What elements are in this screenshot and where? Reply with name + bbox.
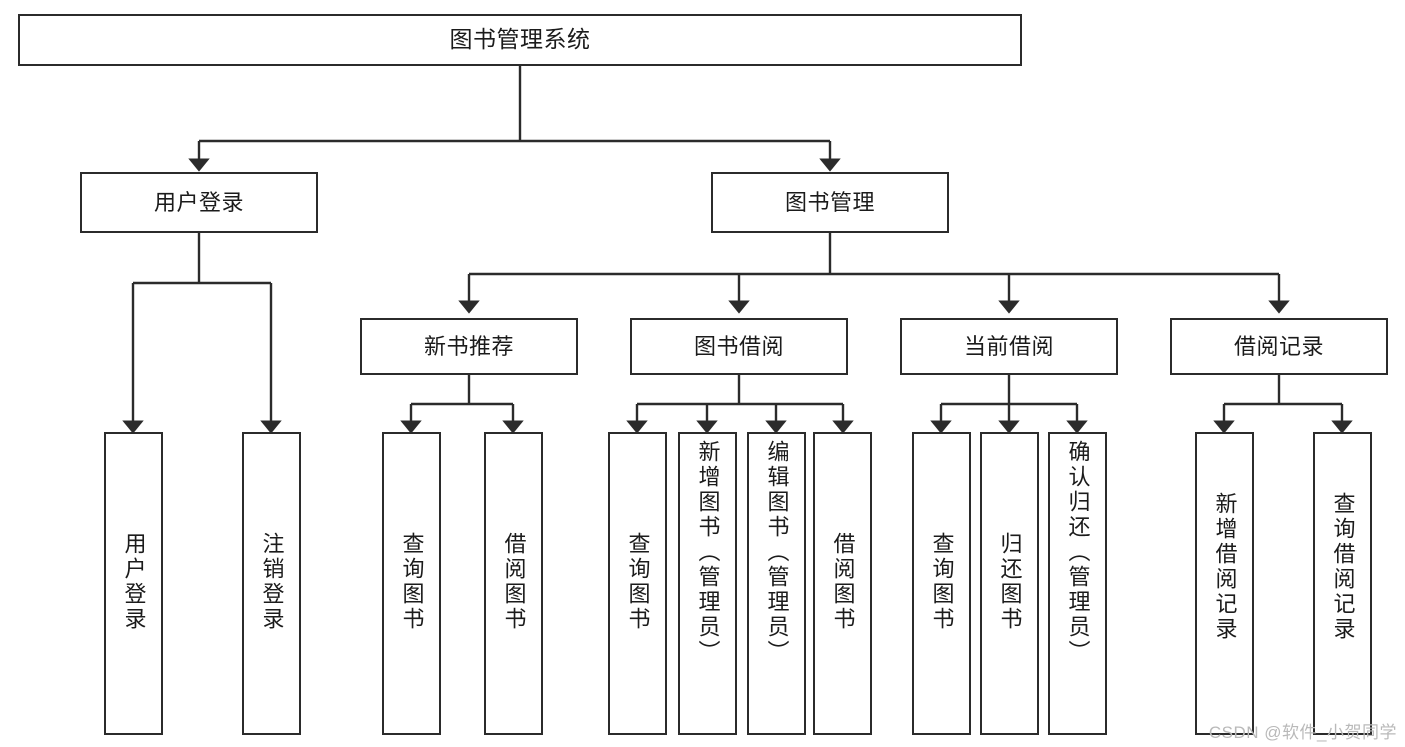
node-leaf-user-login[interactable]: 用户登录 — [104, 432, 163, 735]
node-label: 用户登录 — [121, 532, 147, 632]
node-label: 查询图书 — [929, 532, 955, 632]
node-leaf-query-book-3[interactable]: 查询图书 — [912, 432, 971, 735]
node-leaf-query-book-1[interactable]: 查询图书 — [382, 432, 441, 735]
node-label: 注销登录 — [259, 532, 285, 632]
node-label: 查询借阅记录 — [1330, 492, 1356, 642]
node-label: 新书推荐 — [423, 333, 514, 359]
node-leaf-edit-book[interactable]: 编辑图书（管理员） — [747, 432, 806, 735]
node-user-login[interactable]: 用户登录 — [80, 172, 318, 233]
node-borrow-record[interactable]: 借阅记录 — [1170, 318, 1388, 375]
node-leaf-query-book-2[interactable]: 查询图书 — [608, 432, 667, 735]
node-current-borrow[interactable]: 当前借阅 — [900, 318, 1118, 375]
node-leaf-add-record[interactable]: 新增借阅记录 — [1195, 432, 1254, 735]
watermark-text: CSDN @软件_小贺同学 — [1208, 723, 1397, 742]
node-label: 归还图书 — [997, 532, 1023, 632]
node-label: 借阅图书 — [830, 532, 856, 632]
node-leaf-borrow-book-2[interactable]: 借阅图书 — [813, 432, 872, 735]
node-leaf-confirm-return[interactable]: 确认归还（管理员） — [1048, 432, 1107, 735]
node-label: 确认归还（管理员） — [1065, 440, 1091, 665]
node-leaf-query-record[interactable]: 查询借阅记录 — [1313, 432, 1372, 735]
node-label: 借阅记录 — [1233, 333, 1324, 359]
node-leaf-borrow-book-1[interactable]: 借阅图书 — [484, 432, 543, 735]
node-new-book-rec[interactable]: 新书推荐 — [360, 318, 578, 375]
node-label: 图书管理系统 — [449, 26, 591, 53]
node-label: 用户登录 — [153, 189, 244, 215]
node-leaf-add-book[interactable]: 新增图书（管理员） — [678, 432, 737, 735]
node-label: 借阅图书 — [501, 532, 527, 632]
node-book-borrow[interactable]: 图书借阅 — [630, 318, 848, 375]
node-leaf-return-book[interactable]: 归还图书 — [980, 432, 1039, 735]
node-label: 查询图书 — [399, 532, 425, 632]
node-label: 新增图书（管理员） — [695, 440, 721, 665]
node-root-system[interactable]: 图书管理系统 — [18, 14, 1022, 66]
node-label: 图书管理 — [784, 189, 875, 215]
node-book-manage[interactable]: 图书管理 — [711, 172, 949, 233]
node-label: 编辑图书（管理员） — [764, 440, 790, 665]
node-label: 新增借阅记录 — [1212, 492, 1238, 642]
node-label: 查询图书 — [625, 532, 651, 632]
node-label: 当前借阅 — [963, 333, 1054, 359]
node-label: 图书借阅 — [693, 333, 784, 359]
node-leaf-logout-login[interactable]: 注销登录 — [242, 432, 301, 735]
